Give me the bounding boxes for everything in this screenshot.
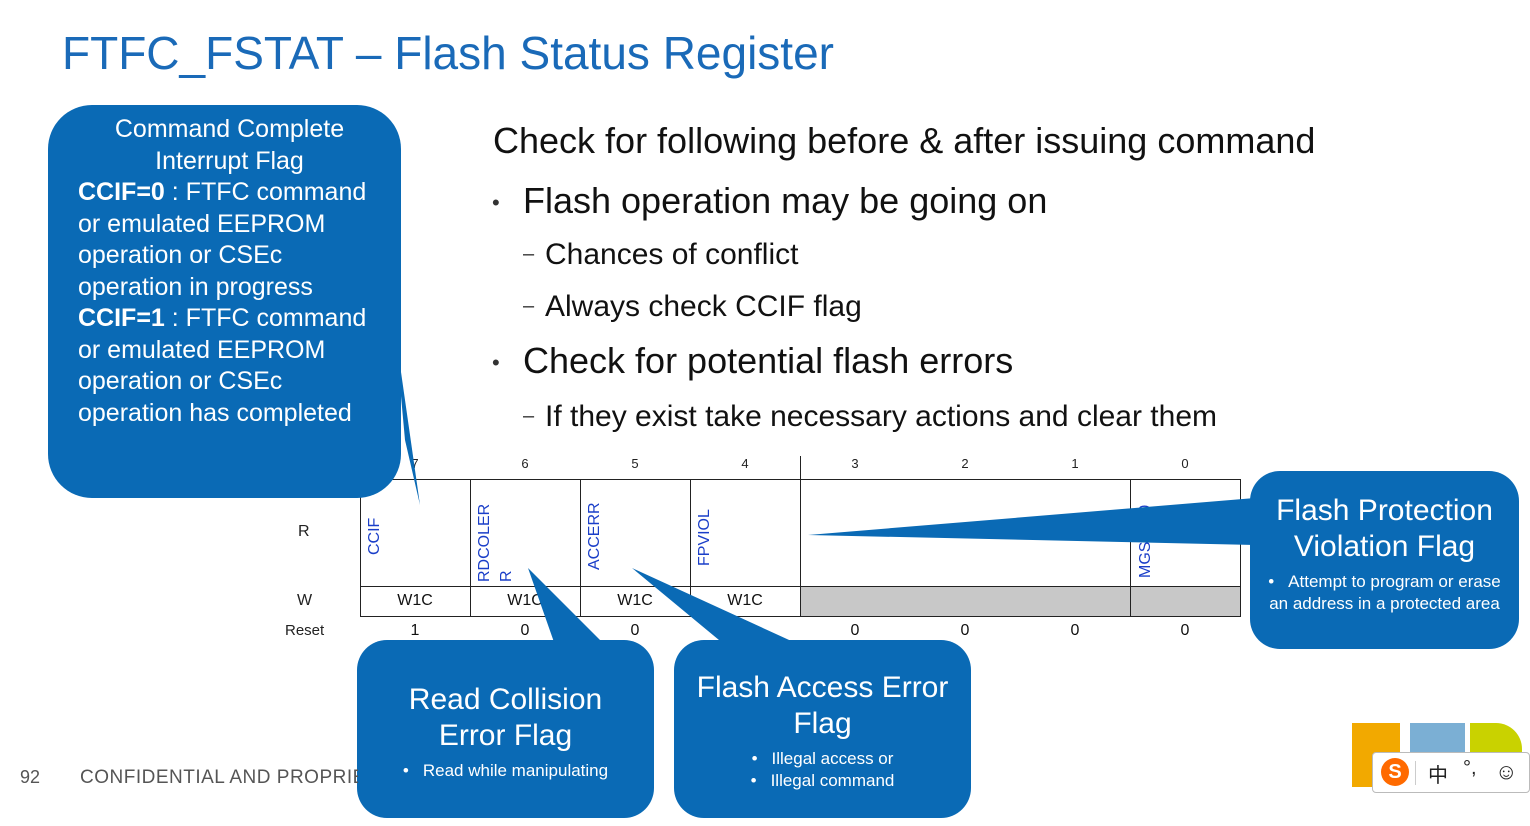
callout-rdcoler-heading: Read Collision Error Flag bbox=[408, 683, 603, 752]
ime-toolbar[interactable]: S 中 °, ☺ bbox=[1372, 752, 1530, 793]
ime-punctuation-toggle[interactable]: °, bbox=[1463, 757, 1477, 779]
ime-emoji-icon[interactable]: ☺ bbox=[1495, 759, 1518, 784]
bullet-dot-2: • bbox=[492, 350, 500, 375]
ime-mode-toggle[interactable]: 中 bbox=[1428, 765, 1448, 787]
callout-fpviol-list: Attempt to program or erase an address i… bbox=[1260, 571, 1509, 615]
sub-bullet-1-2: Always check CCIF flag bbox=[545, 290, 862, 323]
accerr-pointer bbox=[632, 568, 800, 645]
callout-ccif: Command Complete Interrupt Flag CCIF=0 :… bbox=[48, 105, 401, 498]
ccif-pointer bbox=[395, 330, 420, 505]
divider bbox=[1415, 761, 1416, 785]
callout-rdcoler: Read Collision Error Flag Read while man… bbox=[357, 640, 654, 818]
bullet-dot-1: • bbox=[492, 190, 500, 215]
dash-icon: – bbox=[523, 405, 535, 427]
ccif1-text: : FTFC command or emulated EEPROM operat… bbox=[78, 304, 367, 427]
fpviol-pointer bbox=[808, 498, 1255, 545]
callout-ccif-state0: CCIF=0 : FTFC command or emulated EEPROM… bbox=[78, 177, 381, 303]
callout-accerr: Flash Access Error Flag Illegal access o… bbox=[674, 640, 971, 818]
dash-icon: – bbox=[523, 295, 535, 317]
callout-rdcoler-list: Read while manipulating bbox=[377, 760, 634, 782]
intro-text: Check for following before & after issui… bbox=[493, 120, 1316, 161]
callout-accerr-bullet: Illegal command bbox=[684, 770, 961, 792]
callout-accerr-heading: Flash Access Error Flag bbox=[696, 671, 949, 740]
sub-bullet-2-1: If they exist take necessary actions and… bbox=[545, 400, 1217, 433]
callout-ccif-state1: CCIF=1 : FTFC command or emulated EEPROM… bbox=[78, 303, 381, 429]
rdcoler-pointer bbox=[528, 568, 605, 645]
callout-fpviol-heading: Flash Protection Violation Flag bbox=[1276, 494, 1493, 563]
footer-text: CONFIDENTIAL AND PROPRIETARY bbox=[80, 767, 358, 788]
callout-accerr-bullet: Illegal access or bbox=[684, 748, 961, 770]
callout-accerr-list: Illegal access or Illegal command bbox=[684, 748, 961, 792]
callout-fpviol: Flash Protection Violation Flag Attempt … bbox=[1250, 471, 1519, 649]
ccif0-text: : FTFC command or emulated EEPROM operat… bbox=[78, 178, 367, 301]
page-number: 92 bbox=[20, 767, 41, 787]
ccif1-key: CCIF=1 bbox=[78, 304, 165, 332]
sub-bullet-1-1: Chances of conflict bbox=[545, 238, 799, 271]
ccif0-key: CCIF=0 bbox=[78, 178, 165, 206]
bullet-1: Flash operation may be going on bbox=[523, 180, 1048, 221]
callout-rdcoler-bullet: Read while manipulating bbox=[377, 760, 634, 782]
ime-logo-icon[interactable]: S bbox=[1381, 758, 1409, 786]
callout-fpviol-bullet: Attempt to program or erase an address i… bbox=[1260, 571, 1509, 615]
page-title: FTFC_FSTAT – Flash Status Register bbox=[62, 27, 834, 79]
callout-ccif-heading-1: Command Complete bbox=[114, 115, 345, 143]
bullet-2: Check for potential flash errors bbox=[523, 340, 1014, 381]
dash-icon: – bbox=[523, 243, 535, 265]
callout-ccif-heading-2: Interrupt Flag bbox=[155, 147, 304, 175]
footer-text-clip: CONFIDENTIAL AND PROPRIETARY bbox=[80, 760, 358, 794]
